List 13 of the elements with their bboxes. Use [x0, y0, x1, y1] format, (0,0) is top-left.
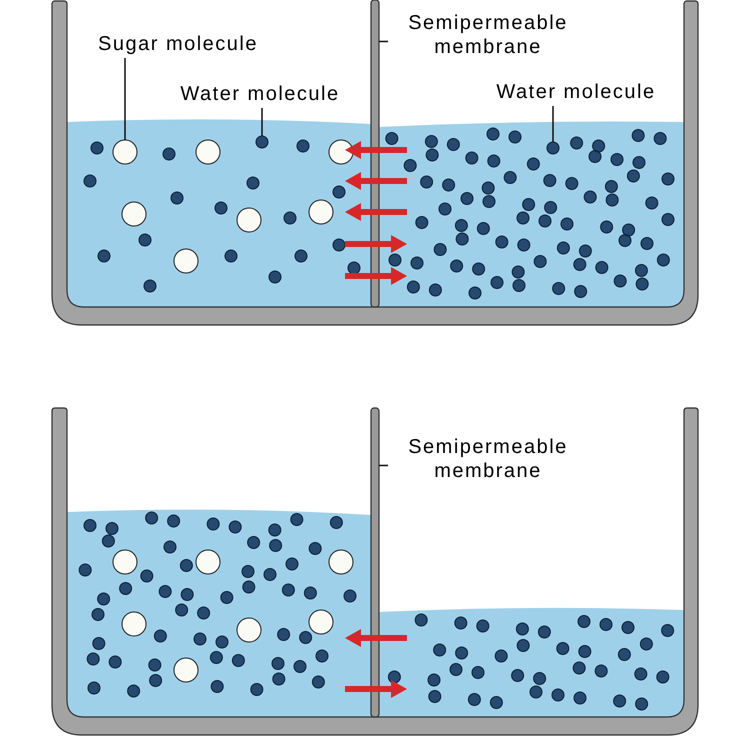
membrane — [370, 0, 380, 308]
leader-line — [261, 108, 263, 136]
membrane — [370, 407, 380, 718]
leader-line — [552, 106, 554, 142]
callout-label: Water molecule — [476, 78, 676, 106]
callout-label: Water molecule — [160, 80, 360, 108]
sugar-molecule — [112, 140, 138, 164]
callout-label: Semipermeable membrane — [388, 8, 588, 62]
callout-label: Semipermeable membrane — [388, 432, 588, 486]
leader-line — [124, 58, 126, 140]
leader-line — [379, 464, 388, 466]
callout-label: Sugar molecule — [78, 30, 278, 58]
leader-line — [379, 40, 388, 42]
